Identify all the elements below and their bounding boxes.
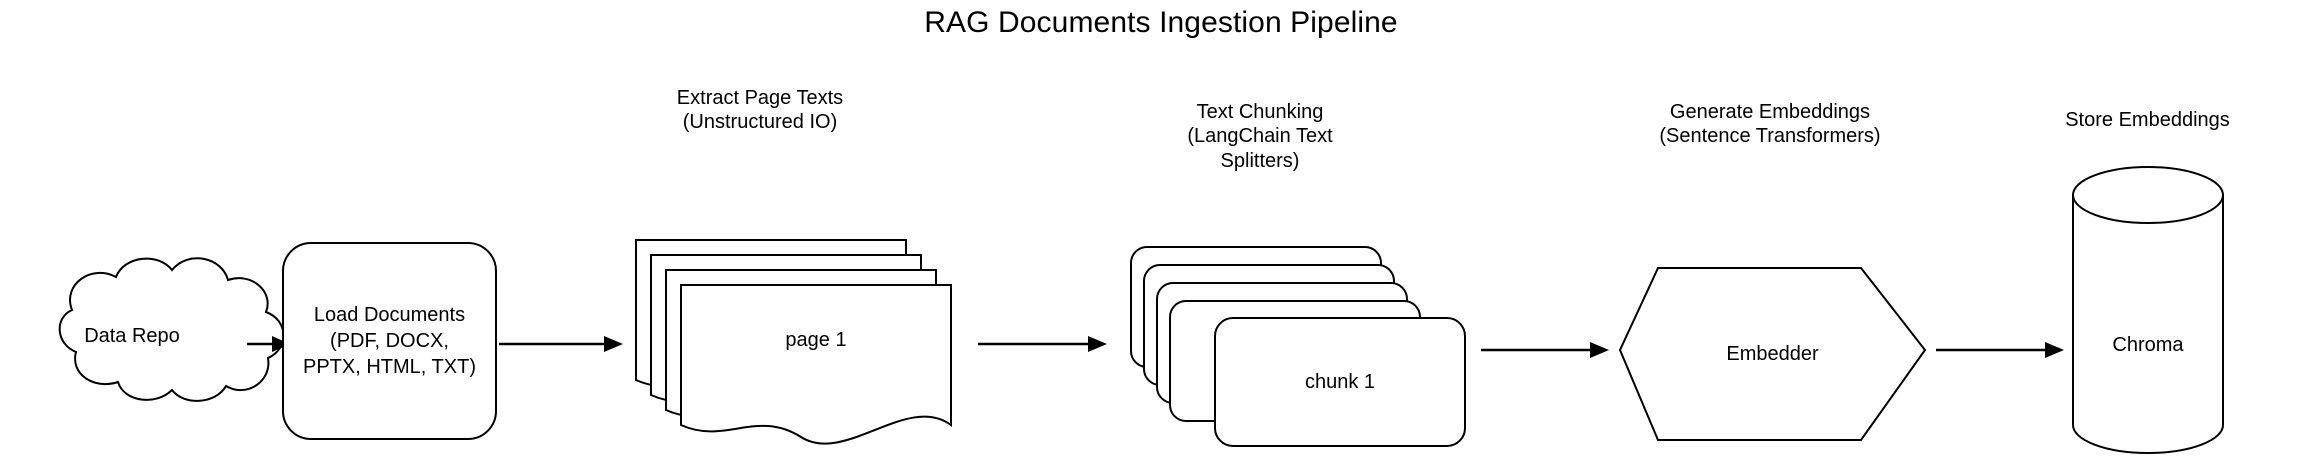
node-embedder[interactable] — [1618, 267, 1927, 441]
hexagon-shape — [1618, 267, 1927, 441]
edge-embedder-to-chroma — [1936, 342, 2064, 358]
cylinder-body — [2072, 194, 2224, 454]
caption-generate-embeddings: Generate Embeddings (Sentence Transforme… — [1659, 101, 1881, 148]
edge-load-to-pages — [499, 336, 623, 352]
edge-chunks-to-embedder — [1481, 342, 1609, 358]
node-chroma[interactable] — [2072, 166, 2224, 454]
load-documents-shape — [282, 242, 497, 440]
page-sheet-front — [680, 284, 952, 445]
edge-pages-to-chunks — [978, 336, 1107, 352]
page-title: RAG Documents Ingestion Pipeline — [924, 6, 1398, 39]
chunk-card-front — [1214, 317, 1466, 447]
node-chunks-stack[interactable] — [1130, 246, 1466, 447]
node-load-documents[interactable] — [282, 242, 497, 440]
caption-store-embeddings: Store Embeddings — [2065, 109, 2230, 131]
cylinder-top — [2072, 166, 2224, 224]
cloud-shape — [58, 257, 285, 402]
node-pages-stack[interactable] — [635, 239, 952, 445]
edge-repo-to-load — [247, 336, 290, 352]
node-data-repo[interactable] — [58, 257, 285, 402]
caption-text-chunking: Text Chunking (LangChain Text Splitters) — [1187, 101, 1333, 172]
caption-extract-page-texts: Extract Page Texts (Unstructured IO) — [676, 87, 844, 134]
